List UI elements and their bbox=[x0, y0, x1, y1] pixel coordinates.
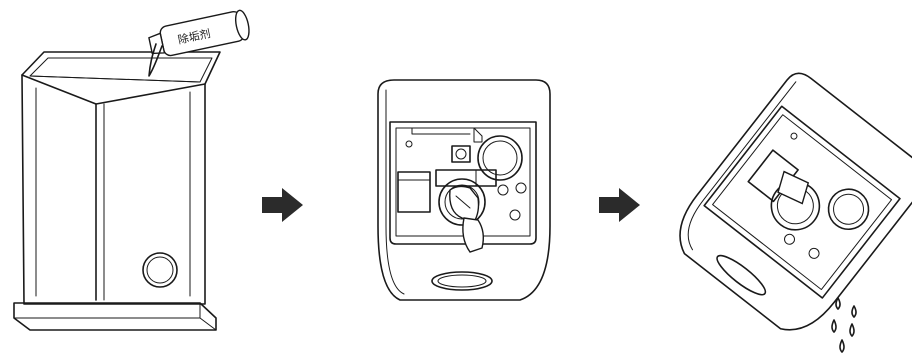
step-1-humidifier-tank: 除垢剂 bbox=[14, 9, 251, 330]
arrow-right-icon bbox=[599, 188, 640, 222]
water-drops-icon bbox=[832, 298, 856, 352]
step-3-tilt-drain bbox=[664, 67, 912, 352]
arrow-right-icon bbox=[262, 188, 303, 222]
control-knob-icon bbox=[143, 253, 177, 287]
step-2-wipe-interior bbox=[378, 80, 550, 300]
